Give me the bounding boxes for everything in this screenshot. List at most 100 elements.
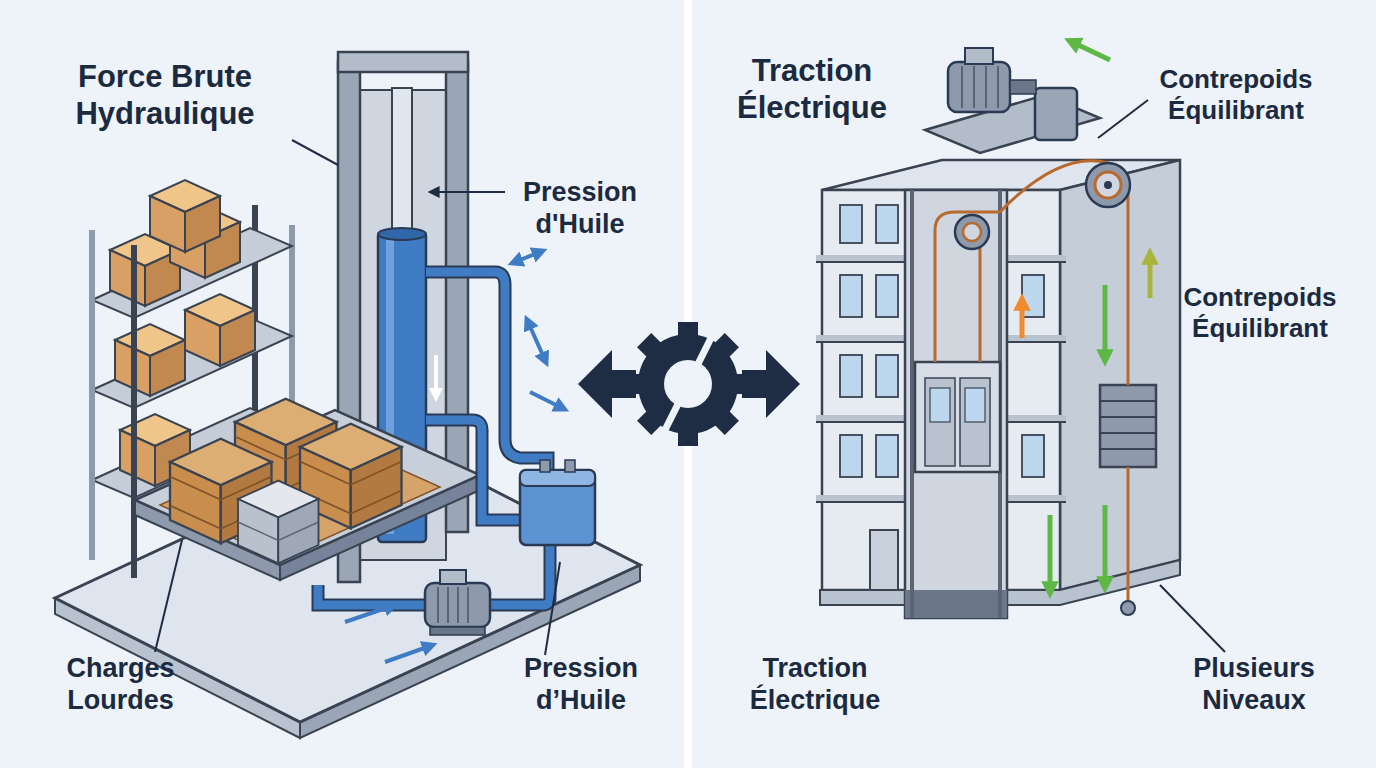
callout-label: Pression d’Huile <box>495 652 667 717</box>
oil-tank <box>565 460 575 472</box>
motion-arrows <box>1148 256 1153 298</box>
leader-lines <box>1098 100 1148 138</box>
leader-lines <box>1160 585 1225 652</box>
oil-pipes <box>426 420 520 520</box>
lift-mast <box>338 52 468 72</box>
flow-arrows <box>528 322 545 360</box>
background <box>0 0 684 768</box>
elevator-car <box>960 378 990 466</box>
traction-machine <box>1095 172 1121 198</box>
building <box>876 275 898 317</box>
oil-pipes <box>318 585 425 605</box>
hoist-cables <box>935 212 1000 362</box>
oil-tank <box>520 470 595 545</box>
elevator-car <box>915 362 1000 472</box>
building <box>1022 435 1044 477</box>
exchange-gear-icon <box>626 322 750 446</box>
motion-arrows <box>1048 515 1053 590</box>
elevator-car <box>915 362 1000 472</box>
counterweight <box>1100 401 1156 449</box>
traction-machine <box>948 62 1010 112</box>
traction-machine <box>1010 80 1036 94</box>
oil-tank <box>520 460 595 545</box>
callout-label: Pression d'Huile <box>495 176 665 241</box>
callout-label: Traction Électrique <box>720 652 910 717</box>
building <box>1060 160 1180 590</box>
leader-lines <box>430 191 505 193</box>
callout-label: Contrepoids Équilibrant <box>1160 282 1360 344</box>
leader-lines <box>545 562 560 655</box>
building <box>840 435 862 477</box>
elevator-shaft <box>905 190 1007 618</box>
motion-arrows <box>1072 42 1110 60</box>
flow-arrows <box>345 606 392 622</box>
pump-motor <box>425 570 490 635</box>
traction-machine <box>1086 163 1130 207</box>
callout-label: Charges Lourdes <box>38 652 203 717</box>
elevator-shaft <box>905 590 1007 618</box>
traction-machine <box>1121 601 1135 615</box>
motion-arrows <box>1022 42 1150 590</box>
hydraulic-cylinder <box>378 228 426 240</box>
oil-pipes <box>318 272 550 605</box>
oil-pipes <box>490 545 550 605</box>
building <box>1022 275 1044 317</box>
traction-machine <box>965 48 993 64</box>
building <box>840 205 862 243</box>
storage-shelf <box>185 294 255 366</box>
hoist-cables <box>980 236 990 362</box>
elevator-car <box>925 378 955 466</box>
traction-machine <box>1104 181 1112 189</box>
building <box>876 355 898 397</box>
building <box>840 275 862 317</box>
traction-machine <box>925 48 1135 615</box>
pump-motor <box>425 583 490 627</box>
hydraulic-cylinder <box>434 355 438 395</box>
storage-shelf <box>115 324 185 396</box>
cargo-crates <box>238 481 319 564</box>
oil-pipes <box>490 545 550 605</box>
panel-heading: Force Brute Hydraulique <box>30 58 300 132</box>
flow-arrows <box>345 252 562 662</box>
oil-tank <box>540 460 550 472</box>
pump-motor <box>440 570 466 584</box>
exchange-gear-icon <box>578 322 800 446</box>
oil-pipes <box>318 585 425 605</box>
motion-arrows <box>1020 302 1025 338</box>
callout-label: Plusieurs Niveaux <box>1168 652 1340 717</box>
building <box>876 435 898 477</box>
panel-heading: Traction Électrique <box>712 52 912 126</box>
storage-shelf <box>131 245 137 578</box>
oil-tank <box>520 470 595 486</box>
building <box>840 355 862 397</box>
motion-arrows <box>1103 505 1108 585</box>
traction-machine <box>955 215 989 249</box>
leader-lines <box>155 540 182 652</box>
storage-shelf <box>89 230 95 560</box>
pump-motor <box>438 587 468 623</box>
hoist-cables <box>935 161 1128 605</box>
elevator-shaft <box>910 190 914 618</box>
building <box>876 205 898 243</box>
elevator-shaft <box>905 190 1007 618</box>
motion-arrows <box>1103 285 1108 358</box>
hoist-cables <box>1127 467 1130 605</box>
counterweight <box>1100 385 1156 467</box>
callout-label: Contrepoids Équilibrant <box>1138 64 1334 126</box>
pump-motor <box>430 627 485 635</box>
background <box>692 0 1376 768</box>
counterweight <box>1100 385 1156 467</box>
flow-arrows <box>385 646 430 662</box>
hoist-cables <box>1127 185 1130 385</box>
traction-machine <box>1035 88 1077 140</box>
oil-pipes <box>426 420 520 520</box>
hydraulic-cylinder <box>392 88 412 234</box>
traction-machine <box>963 223 981 241</box>
elevator-car <box>965 388 985 422</box>
flow-arrows <box>515 252 540 262</box>
storage-shelf <box>150 180 220 252</box>
